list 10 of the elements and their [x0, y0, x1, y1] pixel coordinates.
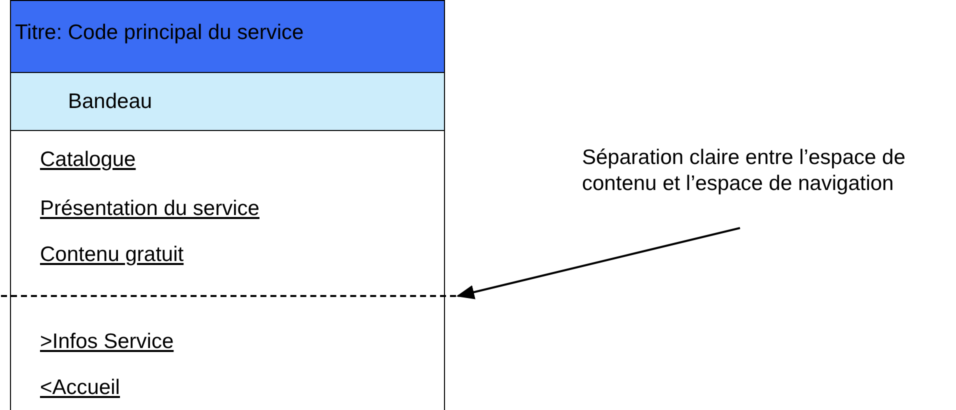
menu-link: <Accueil	[40, 376, 120, 400]
arrow	[456, 227, 740, 300]
banner-bar: Bandeau	[11, 73, 444, 131]
menu-link: Contenu gratuit	[40, 243, 184, 267]
separator-line	[1, 295, 456, 297]
menu-link: >Infos Service	[40, 330, 174, 354]
title-bar: Titre: Code principal du service	[11, 1, 444, 73]
menu-link: Catalogue	[40, 148, 136, 172]
annotation-text: Séparation claire entre l’espace de contenu et l’espace de navigation	[582, 145, 922, 227]
menu-link: Présentation du service	[40, 197, 260, 221]
